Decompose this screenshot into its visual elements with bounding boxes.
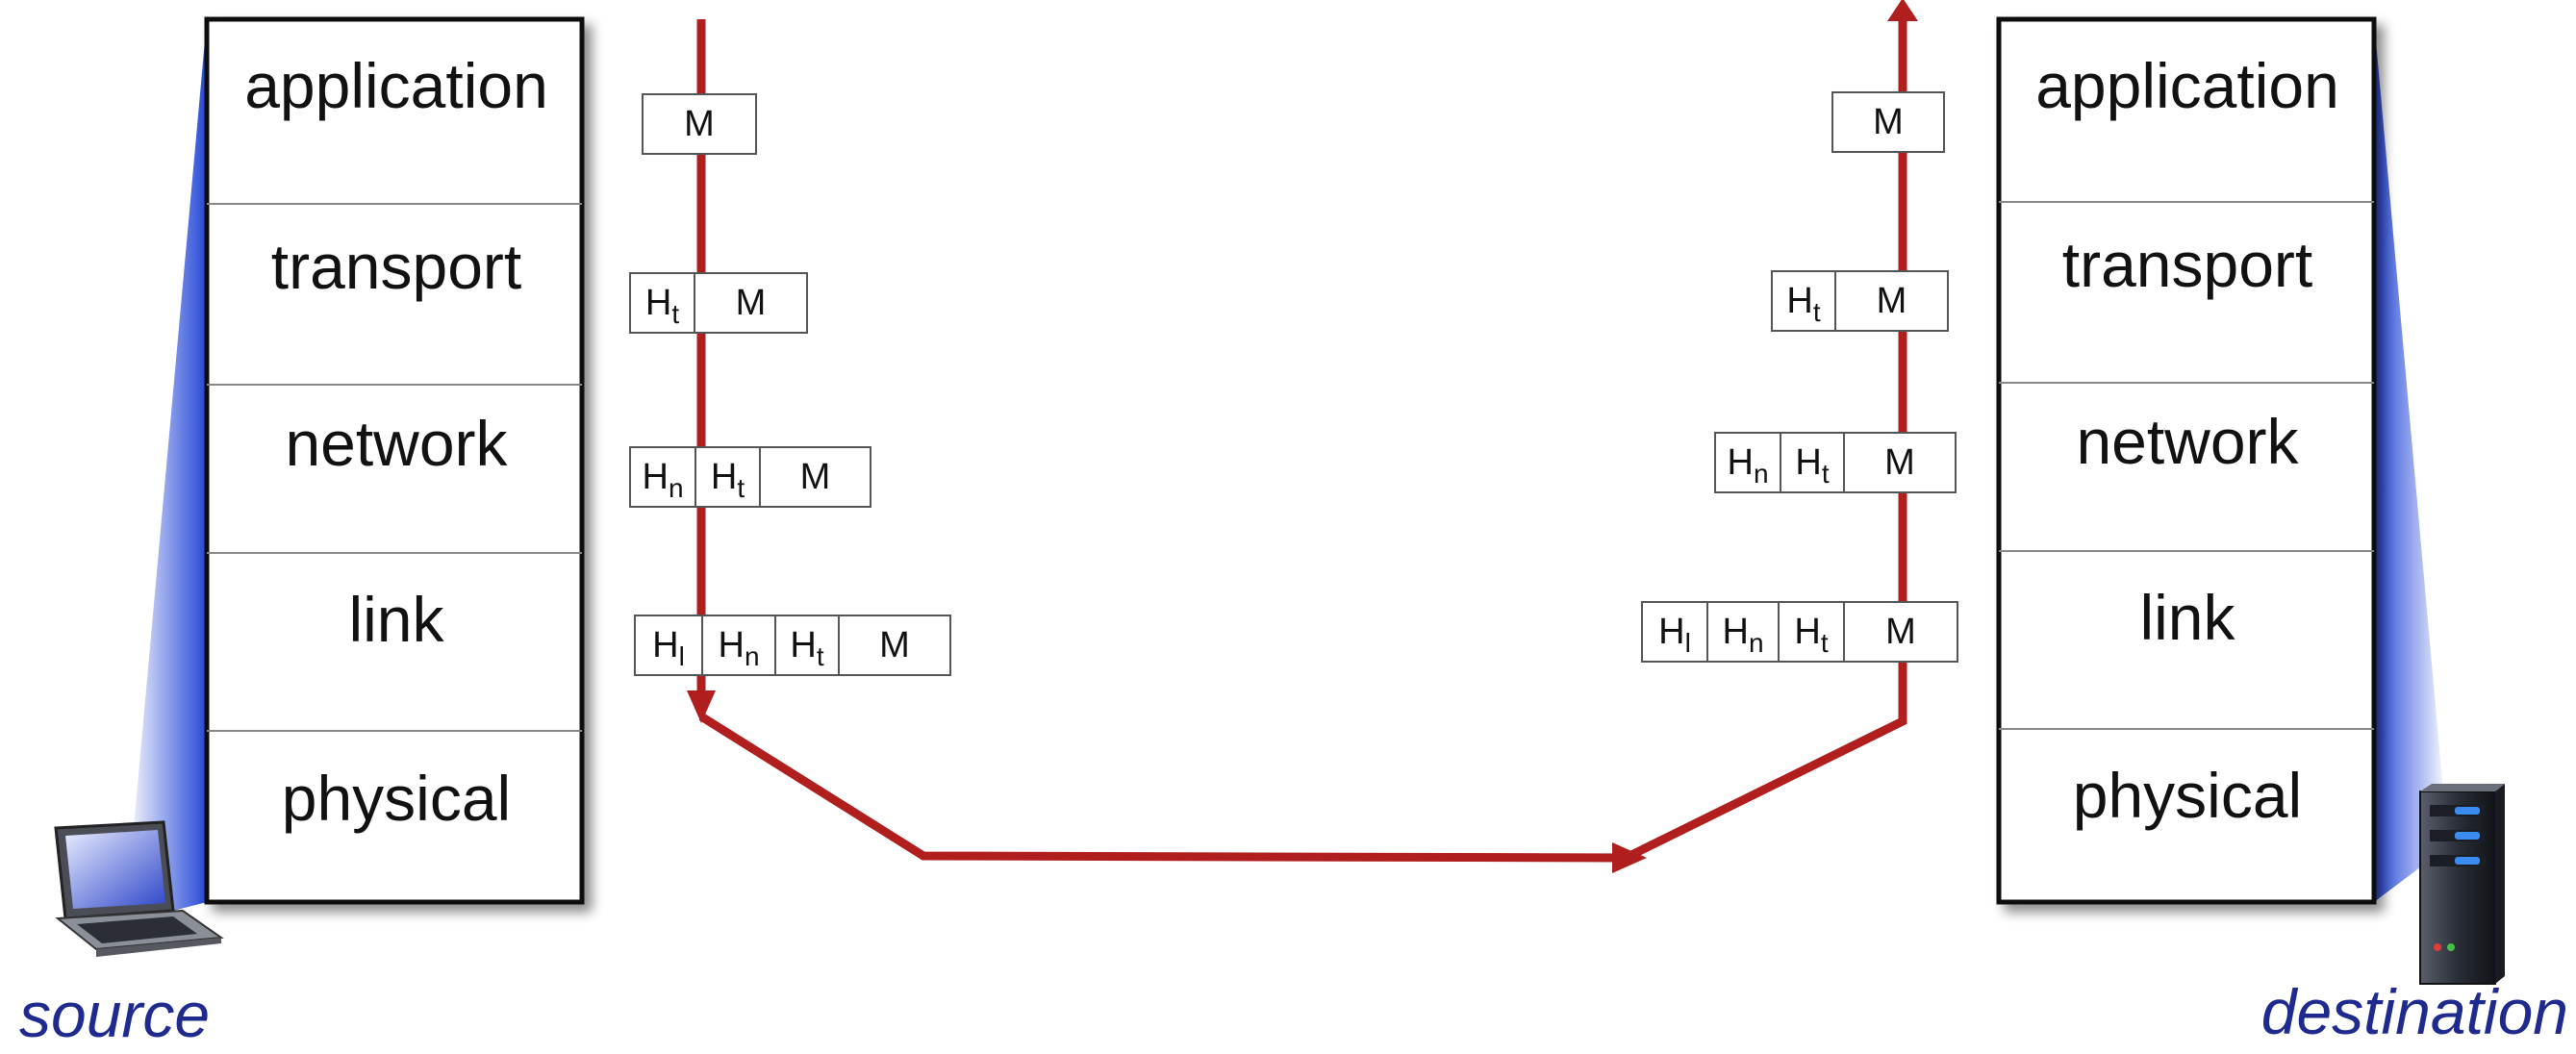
- destination-layer-physical: physical: [2073, 760, 2302, 831]
- dst-link-header-l-cell: Hl: [1641, 601, 1708, 663]
- server-icon: [2419, 784, 2505, 985]
- src-network-header-n-cell: Hn: [629, 446, 696, 508]
- svg-text:Hn: Hn: [1722, 612, 1763, 658]
- laptop-icon: [54, 820, 224, 957]
- source-protocol-stack: application transport network link physi…: [204, 16, 585, 905]
- source-layer-link: link: [348, 584, 444, 655]
- source-glow: [125, 19, 207, 923]
- svg-text:M: M: [736, 283, 767, 323]
- source-layer-application: application: [244, 50, 548, 121]
- src-network-message-cell: M: [759, 446, 871, 508]
- svg-text:M: M: [1873, 102, 1904, 142]
- src-application-message-cell: M: [642, 93, 757, 155]
- up-arrowhead: [1887, 0, 1918, 21]
- dst-transport-message-cell: M: [1834, 270, 1949, 332]
- destination-protocol-stack: application transport network link physi…: [1996, 16, 2377, 905]
- destination-label: destination: [2261, 976, 2568, 1047]
- destination-layer-transport: transport: [2062, 229, 2312, 300]
- dst-application-message-cell: M: [1831, 91, 1945, 153]
- svg-text:M: M: [1884, 442, 1915, 483]
- dst-transport-header-t-cell: Ht: [1771, 270, 1836, 332]
- src-transport-message-cell: M: [694, 272, 808, 334]
- dst-network-message-cell: M: [1843, 432, 1957, 493]
- svg-text:M: M: [879, 625, 910, 665]
- dst-link-message-cell: M: [1843, 601, 1958, 663]
- destination-layer-application: application: [2035, 50, 2339, 121]
- destination-layer-network: network: [2076, 406, 2299, 477]
- dst-link-header-n-cell: Hn: [1706, 601, 1780, 663]
- src-link-header-t-cell: Ht: [774, 615, 840, 676]
- dst-network-header-n-cell: Hn: [1714, 432, 1781, 493]
- right-arrowhead: [1612, 842, 1647, 873]
- src-transport-header-t-cell: Ht: [629, 272, 695, 334]
- down-arrowhead: [687, 690, 716, 723]
- svg-text:M: M: [684, 104, 715, 144]
- destination-layer-link: link: [2139, 582, 2235, 653]
- source-layer-physical: physical: [282, 763, 511, 834]
- source-label: source: [19, 979, 210, 1050]
- destination-glow: [2374, 19, 2448, 902]
- svg-text:M: M: [1877, 281, 1907, 321]
- source-layer-network: network: [285, 408, 508, 479]
- src-link-header-l-cell: Hl: [634, 615, 703, 676]
- src-link-header-n-cell: Hn: [701, 615, 776, 676]
- dst-link-header-t-cell: Ht: [1778, 601, 1845, 663]
- svg-text:M: M: [800, 457, 831, 497]
- svg-text:M: M: [1885, 612, 1916, 652]
- src-network-header-t-cell: Ht: [695, 446, 761, 508]
- source-layer-transport: transport: [271, 231, 521, 302]
- dst-network-header-t-cell: Ht: [1780, 432, 1845, 493]
- src-link-message-cell: M: [838, 615, 951, 676]
